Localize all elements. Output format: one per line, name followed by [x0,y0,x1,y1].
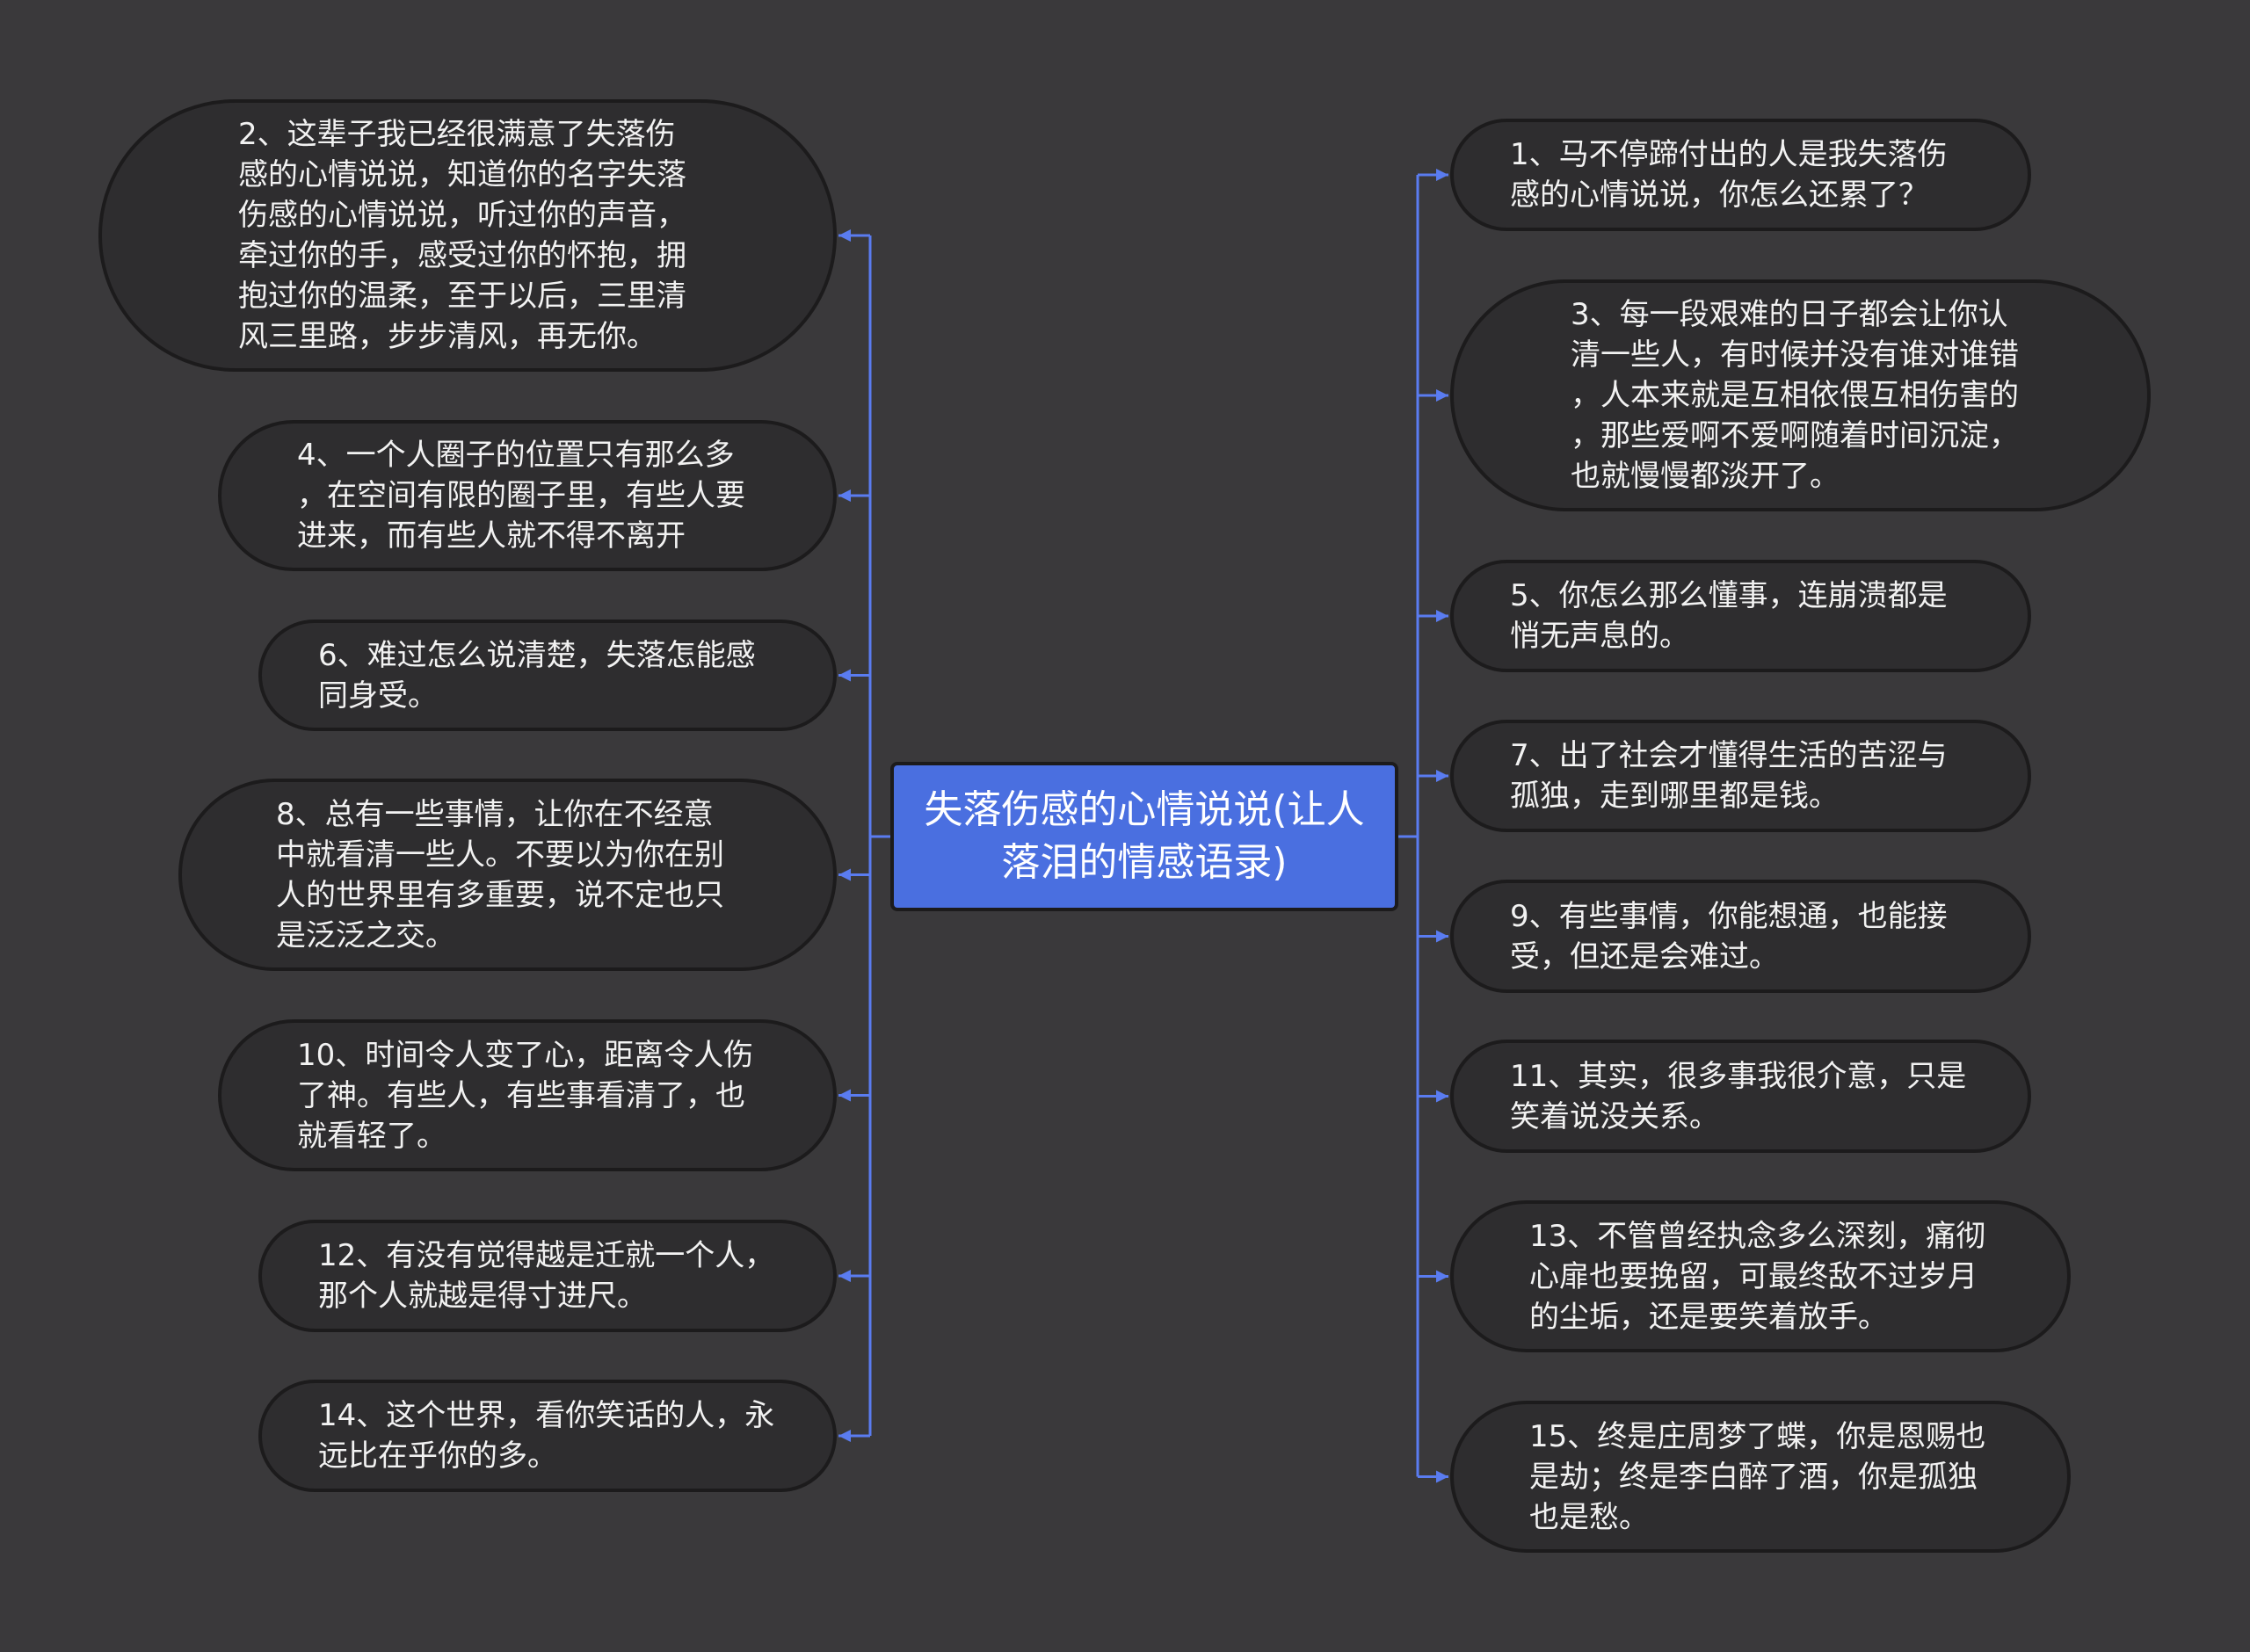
connector-arrowhead-right-5 [1436,930,1448,943]
branch-node-right-5[interactable]: 9、有些事情，你能想通，也能接 受，但还是会难过。 [1450,880,2031,993]
branch-node-text: 15、终是庄周梦了蝶，你是恩赐也 是劫；终是李白醉了酒，你是孤独 也是愁。 [1529,1418,1986,1535]
connector-arrowhead-left-3 [838,669,851,682]
connector-arrowhead-left-4 [838,868,851,881]
branch-node-text: 10、时间令人变了心，距离令人伤 了神。有些人，有些事看清了，也 就看轻了。 [297,1037,754,1154]
connector-arrowhead-left-6 [838,1270,851,1282]
central-topic-label: 失落伤感的心情说说(让人 落泪的情感语录) [924,787,1365,885]
branch-node-text: 4、一个人圈子的位置只有那么多 ，在空间有限的圈子里，有些人要 进来，而有些人就… [297,438,745,554]
connector-arrowhead-right-3 [1436,610,1448,622]
connector-arrowhead-right-2 [1436,389,1448,402]
connector-arrowhead-right-1 [1436,169,1448,181]
connector-arrowhead-right-4 [1436,770,1448,782]
branch-node-right-2[interactable]: 3、每一段艰难的日子都会让你认 清一些人，有时候并没有谁对谁错 ，人本来就是互相… [1450,279,2151,511]
connector-arrowhead-right-8 [1436,1470,1448,1483]
branch-node-left-4[interactable]: 8、总有一些事情，让你在不经意 中就看清一些人。不要以为你在别 人的世界里有多重… [178,779,837,971]
branch-node-text: 5、你怎么那么懂事，连崩溃都是 悄无声息的。 [1510,578,1948,654]
branch-node-left-7[interactable]: 14、这个世界，看你笑话的人，永 远比在乎你的多。 [258,1380,837,1492]
branch-node-text: 13、不管曾经执念多么深刻，痛彻 心扉也要挽留，可最终敌不过岁月 的尘垢，还是要… [1529,1218,1986,1335]
branch-node-left-3[interactable]: 6、难过怎么说清楚，失落怎能感 同身受。 [258,620,837,731]
connector-arrowhead-right-7 [1436,1270,1448,1283]
branch-node-text: 7、出了社会才懂得生活的苦涩与 孤独，走到哪里都是钱。 [1510,738,1948,814]
branch-node-text: 9、有些事情，你能想通，也能接 受，但还是会难过。 [1510,898,1948,975]
branch-node-text: 2、这辈子我已经很满意了失落伤 感的心情说说，知道你的名字失落 伤感的心情说说，… [238,117,686,354]
branch-node-left-1[interactable]: 2、这辈子我已经很满意了失落伤 感的心情说说，知道你的名字失落 伤感的心情说说，… [98,99,837,372]
branch-node-text: 1、马不停蹄付出的人是我失落伤 感的心情说说，你怎么还累了？ [1510,137,1948,213]
branch-node-right-6[interactable]: 11、其实，很多事我很介意，只是 笑着说没关系。 [1450,1040,2031,1153]
branch-node-text: 6、难过怎么说清楚，失落怎能感 同身受。 [318,637,756,714]
branch-node-left-2[interactable]: 4、一个人圈子的位置只有那么多 ，在空间有限的圈子里，有些人要 进来，而有些人就… [218,420,837,571]
branch-node-right-7[interactable]: 13、不管曾经执念多么深刻，痛彻 心扉也要挽留，可最终敌不过岁月 的尘垢，还是要… [1450,1200,2071,1352]
branch-node-left-5[interactable]: 10、时间令人变了心，距离令人伤 了神。有些人，有些事看清了，也 就看轻了。 [218,1019,837,1171]
branch-node-text: 11、其实，很多事我很介意，只是 笑着说没关系。 [1510,1058,1967,1134]
branch-node-text: 3、每一段艰难的日子都会让你认 清一些人，有时候并没有谁对谁错 ，人本来就是互相… [1571,297,2019,494]
branch-node-left-6[interactable]: 12、有没有觉得越是迁就一个人， 那个人就越是得寸进尺。 [258,1220,837,1332]
branch-node-text: 12、有没有觉得越是迁就一个人， 那个人就越是得寸进尺。 [318,1238,775,1314]
connector-arrowhead-left-5 [838,1089,851,1102]
branch-node-right-4[interactable]: 7、出了社会才懂得生活的苦涩与 孤独，走到哪里都是钱。 [1450,720,2031,832]
branch-node-right-3[interactable]: 5、你怎么那么懂事，连崩溃都是 悄无声息的。 [1450,560,2031,672]
connector-arrowhead-left-2 [838,489,851,502]
branch-node-text: 14、这个世界，看你笑话的人，永 远比在乎你的多。 [318,1398,775,1474]
connector-arrowhead-left-1 [838,229,851,242]
connector-arrowhead-left-7 [838,1430,851,1442]
branch-node-text: 8、总有一些事情，让你在不经意 中就看清一些人。不要以为你在别 人的世界里有多重… [276,796,724,953]
branch-node-right-1[interactable]: 1、马不停蹄付出的人是我失落伤 感的心情说说，你怎么还累了？ [1450,119,2031,231]
central-topic[interactable]: 失落伤感的心情说说(让人 落泪的情感语录) [890,762,1398,911]
branch-node-right-8[interactable]: 15、终是庄周梦了蝶，你是恩赐也 是劫；终是李白醉了酒，你是孤独 也是愁。 [1450,1401,2071,1553]
connector-arrowhead-right-6 [1436,1090,1448,1103]
